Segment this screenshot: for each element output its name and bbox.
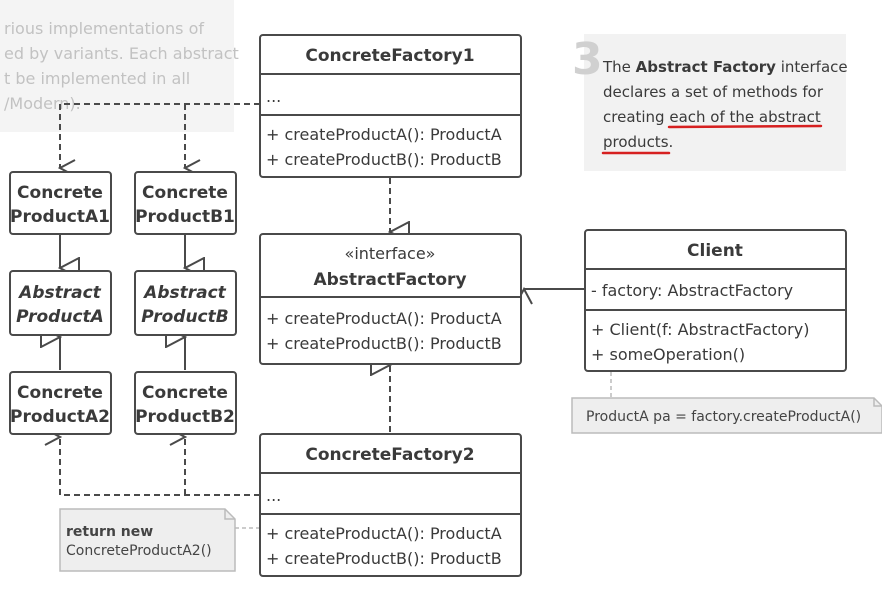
cf2-title: ConcreteFactory2: [305, 445, 474, 465]
af-method-b: + createProductB(): ProductB: [266, 334, 502, 353]
class-concrete-product-b1[interactable]: Concrete ProductB1: [134, 171, 237, 235]
faded-line-4: /Modern).: [4, 94, 81, 113]
client-note-text: ProductA pa = factory.createProductA(): [586, 409, 861, 425]
cpa2-line2: ProductA2: [10, 407, 110, 427]
client-method-op: + someOperation(): [591, 345, 745, 364]
cpa1-line1: Concrete: [17, 183, 103, 203]
apa-line2: ProductA: [16, 307, 104, 327]
connectors: [60, 103, 585, 496]
step-line-1: The Abstract Factory interface: [602, 58, 848, 76]
step-number: 3: [572, 34, 603, 85]
class-concrete-factory1[interactable]: ConcreteFactory1 ... + createProductA():…: [259, 34, 522, 178]
faded-line-1: rious implementations of: [4, 19, 204, 38]
cpb2-line2: ProductB2: [135, 407, 235, 427]
faded-callout: rious implementations of ed by variants.…: [0, 0, 239, 132]
class-concrete-factory2[interactable]: ConcreteFactory2 ... + createProductA():…: [259, 433, 522, 577]
class-abstract-product-a[interactable]: Abstract ProductA: [9, 270, 112, 336]
apb-line2: ProductB: [141, 307, 228, 327]
class-concrete-product-a1[interactable]: Concrete ProductA1: [9, 171, 112, 235]
class-abstract-factory[interactable]: «interface» AbstractFactory + createProd…: [259, 233, 522, 365]
cf1-method-a: + createProductA(): ProductA: [266, 125, 502, 144]
step-line-4: products.: [603, 133, 673, 151]
cf1-method-b: + createProductB(): ProductB: [266, 150, 502, 169]
faded-line-2: ed by variants. Each abstract: [4, 44, 239, 63]
step-line-3: creating each of the abstract: [603, 108, 821, 126]
cpb1-line2: ProductB1: [135, 207, 235, 227]
step-3-panel: 3 The Abstract Factory interface declare…: [572, 34, 848, 171]
class-abstract-product-b[interactable]: Abstract ProductB: [134, 270, 237, 336]
cf2-note-bold: return new: [66, 524, 153, 540]
client-title: Client: [687, 241, 743, 261]
step-line-2: declares a set of methods for: [603, 83, 824, 101]
client-method-ctor: + Client(f: AbstractFactory): [591, 320, 809, 339]
cf2-note-text: ConcreteProductA2(): [66, 543, 212, 559]
faded-line-3: t be implemented in all: [4, 69, 190, 88]
cpb1-line1: Concrete: [142, 183, 228, 203]
cf1-title: ConcreteFactory1: [305, 46, 474, 66]
class-concrete-product-a2[interactable]: Concrete ProductA2: [9, 371, 112, 435]
cpa2-line1: Concrete: [17, 383, 103, 403]
cf1-fields: ...: [266, 87, 281, 106]
af-method-a: + createProductA(): ProductA: [266, 309, 502, 328]
underline-mark-1: [667, 124, 823, 129]
client-field: - factory: AbstractFactory: [591, 281, 793, 300]
class-concrete-product-b2[interactable]: Concrete ProductB2: [134, 371, 237, 435]
cf2-note: return new ConcreteProductA2(): [59, 508, 236, 572]
client-note: ProductA pa = factory.createProductA(): [571, 397, 882, 434]
cpa1-line2: ProductA1: [10, 207, 110, 227]
cf2-method-a: + createProductA(): ProductA: [266, 524, 502, 543]
apb-line1: Abstract: [142, 283, 227, 303]
af-title: AbstractFactory: [313, 270, 466, 290]
cf2-fields: ...: [266, 486, 281, 505]
cpb2-line1: Concrete: [142, 383, 228, 403]
dep-cf1-to-cpa1: [60, 103, 260, 168]
dep-cf2-to-cpa2: [60, 437, 260, 496]
apa-line1: Abstract: [17, 283, 102, 303]
note-connectors: [235, 372, 612, 529]
cf2-method-b: + createProductB(): ProductB: [266, 549, 502, 568]
af-stereotype: «interface»: [345, 244, 436, 263]
class-client[interactable]: Client - factory: AbstractFactory + Clie…: [584, 229, 847, 372]
